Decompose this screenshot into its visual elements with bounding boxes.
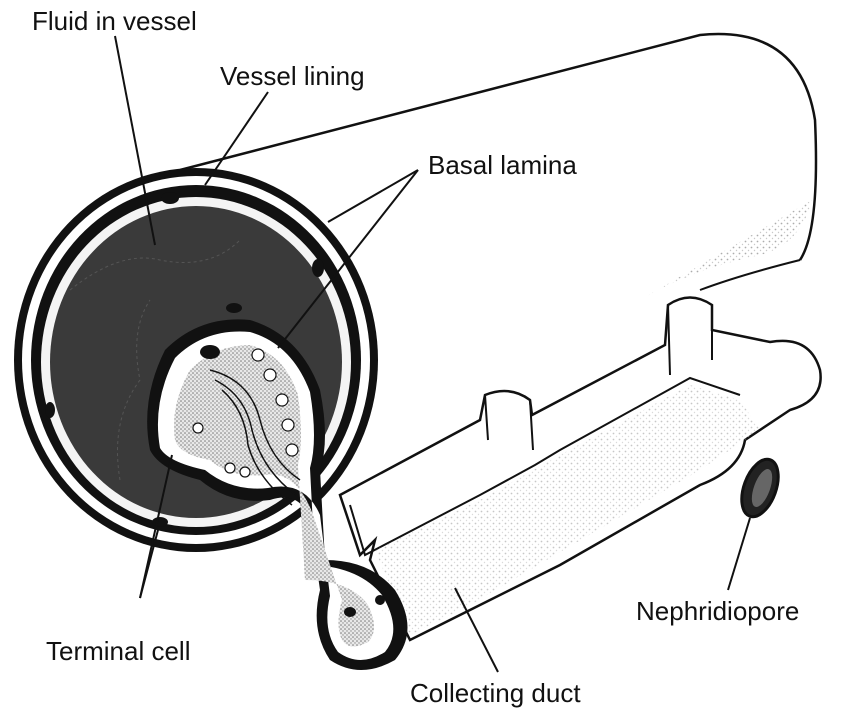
label-nephridiopore: Nephridiopore	[636, 598, 799, 624]
label-collecting-duct: Collecting duct	[410, 680, 581, 706]
label-vessel-lining: Vessel lining	[220, 63, 365, 89]
label-fluid-in-vessel: Fluid in vessel	[32, 8, 197, 34]
leader-nephridio	[728, 518, 750, 590]
label-basal-lamina: Basal lamina	[428, 152, 577, 178]
label-terminal-cell: Terminal cell	[46, 638, 191, 664]
nephridiopore-opening	[735, 454, 786, 521]
